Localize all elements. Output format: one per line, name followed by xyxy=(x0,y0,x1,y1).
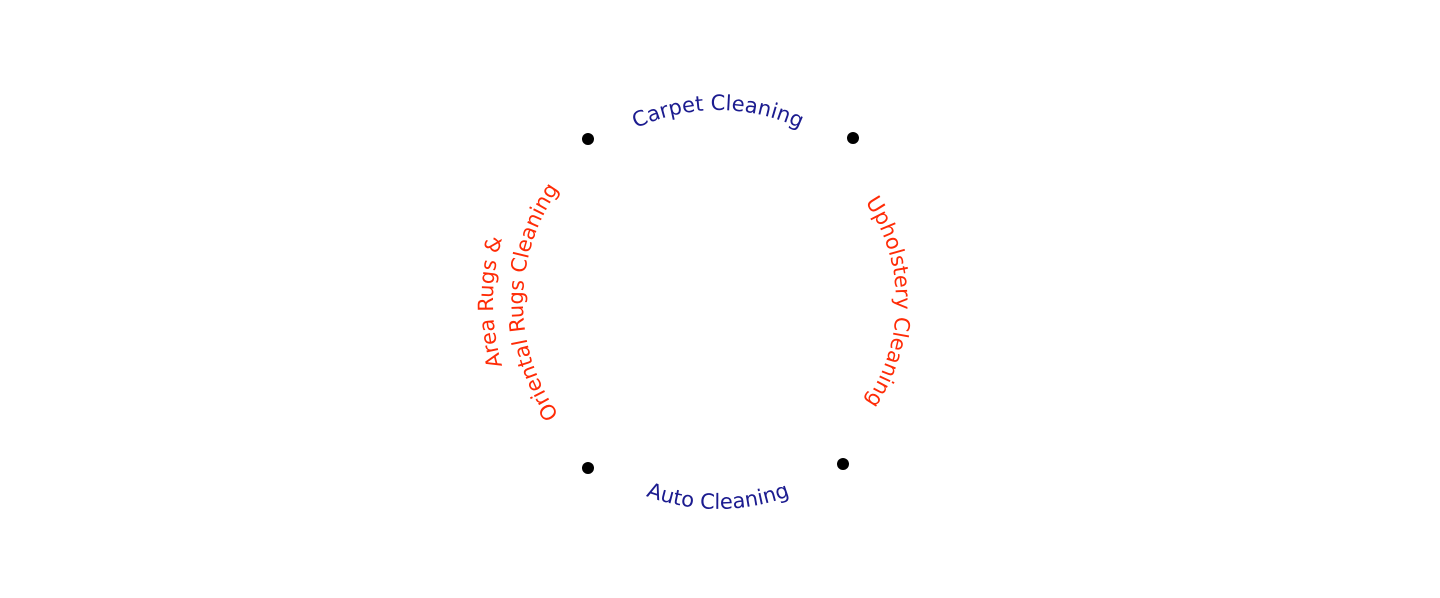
label-upholstery-cleaning: Upholstery Cleaning xyxy=(861,192,915,413)
separator-dot-top-right xyxy=(847,132,859,144)
label-area-rugs: Area Rugs & xyxy=(474,233,507,370)
label-carpet-cleaning: Carpet Cleaning xyxy=(628,91,807,133)
label-oriental-rugs-cleaning: Oriental Rugs Cleaning xyxy=(504,178,563,425)
separator-dot-top-left xyxy=(582,133,594,145)
separator-dot-bottom-left xyxy=(582,462,594,474)
separator-dot-bottom-right xyxy=(837,458,849,470)
label-auto-cleaning: Auto Cleaning xyxy=(644,478,792,514)
